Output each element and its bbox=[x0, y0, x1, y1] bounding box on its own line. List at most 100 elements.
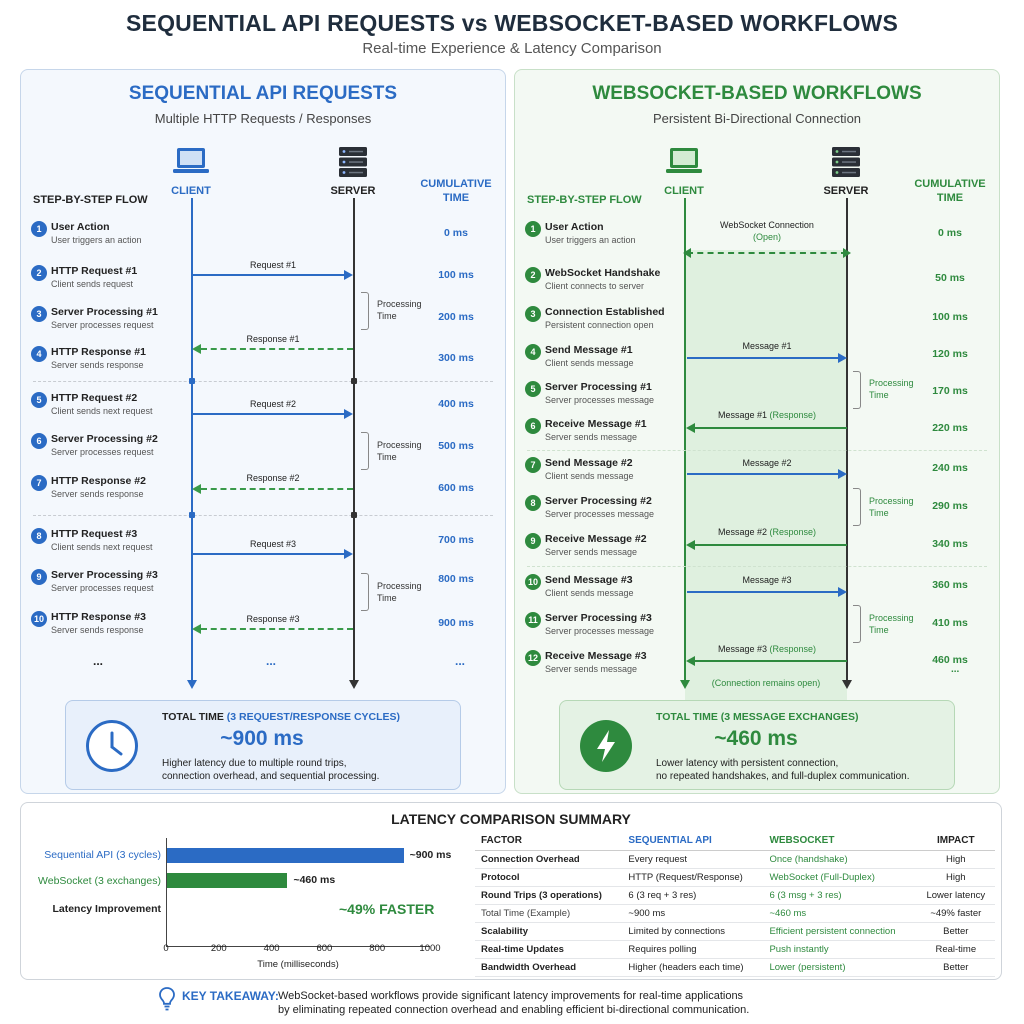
processing-bracket bbox=[853, 371, 861, 409]
cycle-divider bbox=[527, 450, 987, 451]
websocket-cell: 6 (3 msg + 3 res) bbox=[763, 886, 917, 905]
factor-cell: Scalability bbox=[475, 922, 623, 941]
step-title: WebSocket Handshake bbox=[545, 267, 661, 279]
cumulative-time: 170 ms bbox=[932, 385, 968, 397]
cumulative-header-line: TIME bbox=[442, 192, 470, 204]
response-tag: (Response) bbox=[769, 527, 817, 537]
cumulative-time: 100 ms bbox=[932, 311, 968, 323]
step-number: 3 bbox=[525, 306, 541, 322]
cumulative-time: 460 ms bbox=[932, 654, 968, 666]
sequential-cell: Higher (headers each time) bbox=[622, 958, 764, 977]
takeaway-line: WebSocket-based workflows provide signif… bbox=[278, 990, 744, 1002]
bar-sequential bbox=[166, 848, 404, 863]
total-header-cycles: (3 REQUEST/RESPONSE CYCLES) bbox=[226, 711, 401, 723]
message-label: Message #3 (Response) bbox=[687, 644, 847, 654]
processing-text: Time bbox=[377, 311, 397, 321]
divider-marker bbox=[189, 378, 195, 384]
page-subtitle: Real-time Experience & Latency Compariso… bbox=[362, 40, 662, 57]
impact-cell: High bbox=[916, 868, 995, 887]
websocket-panel: WEBSOCKET-BASED WORKFLOWS Persistent Bi-… bbox=[514, 69, 1000, 794]
cumulative-time: 500 ms bbox=[438, 440, 474, 452]
step-title: User Action bbox=[51, 221, 110, 233]
cumulative-time: 340 ms bbox=[932, 538, 968, 550]
total-time-box: TOTAL TIME (3 MESSAGE EXCHANGES) ~460 ms… bbox=[559, 700, 955, 790]
client-lifeline bbox=[191, 198, 193, 686]
step-desc: Server sends response bbox=[51, 625, 144, 635]
sequential-subtitle: Multiple HTTP Requests / Responses bbox=[154, 111, 372, 126]
cumulative-time: 290 ms bbox=[932, 500, 968, 512]
laptop-icon bbox=[173, 148, 209, 173]
message-label: Response #1 bbox=[246, 334, 300, 344]
total-desc-line: connection overhead, and sequential proc… bbox=[162, 771, 380, 782]
step-number: 9 bbox=[31, 569, 47, 585]
step-desc: Client sends message bbox=[545, 588, 634, 598]
step-number: 8 bbox=[525, 495, 541, 511]
websocket-cell: Push instantly bbox=[763, 940, 917, 959]
processing-text: Processing bbox=[869, 613, 914, 623]
improvement-label: Latency Improvement bbox=[52, 903, 161, 915]
client-actor: CLIENT bbox=[644, 146, 724, 197]
websocket-cell: Once (handshake) bbox=[763, 850, 917, 869]
processing-text: Processing bbox=[869, 496, 914, 506]
impact-cell: Better bbox=[916, 958, 995, 977]
step-title: User Action bbox=[545, 221, 604, 233]
x-tick-label: 1000 bbox=[419, 943, 441, 954]
response-arrow bbox=[686, 423, 847, 433]
step-title: HTTP Response #2 bbox=[51, 475, 146, 487]
request-arrow bbox=[193, 549, 353, 559]
bar-label: WebSocket (3 exchanges) bbox=[38, 875, 161, 887]
ellipsis: ... bbox=[951, 664, 960, 675]
response-arrow bbox=[686, 656, 847, 666]
step-desc: Server sends response bbox=[51, 360, 144, 370]
step-number: 8 bbox=[31, 528, 47, 544]
ws-conn-state: (Open) bbox=[752, 232, 781, 242]
message-label: Message #1 bbox=[742, 341, 792, 351]
processing-text: Processing bbox=[377, 299, 422, 309]
response-arrow bbox=[192, 344, 353, 354]
sequential-cell: Limited by connections bbox=[622, 922, 764, 941]
cycle-divider bbox=[33, 381, 493, 382]
x-axis bbox=[166, 946, 430, 947]
step-title: Send Message #2 bbox=[545, 457, 633, 469]
step-desc: Client sends request bbox=[51, 279, 134, 289]
y-axis bbox=[166, 838, 167, 946]
ellipsis: ... bbox=[455, 654, 466, 668]
step-title: Server Processing #2 bbox=[545, 495, 652, 507]
factor-cell: Total Time (Example) bbox=[475, 904, 623, 923]
takeaway-line: by eliminating repeated connection overh… bbox=[278, 1004, 750, 1016]
bar-value-label: ~900 ms bbox=[409, 849, 452, 861]
cumulative-time: 220 ms bbox=[932, 422, 968, 434]
total-time-box: TOTAL TIME (3 REQUEST/RESPONSE CYCLES) ~… bbox=[65, 700, 461, 790]
request-arrow bbox=[193, 270, 353, 280]
cumulative-header-line: CUMULATIVE bbox=[420, 178, 492, 190]
server-label: SERVER bbox=[330, 185, 376, 197]
x-tick-label: 600 bbox=[316, 943, 333, 954]
step-desc: Server processes request bbox=[51, 583, 154, 593]
step-number: 5 bbox=[525, 381, 541, 397]
message-label: Response #2 bbox=[246, 473, 300, 483]
x-axis-label: Time (milliseconds) bbox=[257, 959, 339, 970]
response-arrow bbox=[192, 484, 353, 494]
cycle-divider bbox=[33, 515, 493, 516]
client-label: CLIENT bbox=[664, 185, 704, 197]
step-number: 4 bbox=[525, 344, 541, 360]
processing-text: Time bbox=[377, 593, 397, 603]
request-arrow bbox=[687, 587, 847, 597]
step-desc: Server processes message bbox=[545, 395, 655, 405]
processing-text: Time bbox=[869, 508, 889, 518]
step-title: Receive Message #1 bbox=[545, 418, 647, 430]
cumulative-time: 700 ms bbox=[438, 534, 474, 546]
step-title: Server Processing #1 bbox=[51, 306, 158, 318]
step-number: 10 bbox=[525, 574, 541, 590]
improvement-value: ~49% FASTER bbox=[339, 901, 435, 917]
cumulative-time: 100 ms bbox=[438, 269, 474, 281]
message-label: Message #2 bbox=[742, 458, 792, 468]
processing-bracket bbox=[361, 573, 369, 611]
server-lifeline bbox=[353, 198, 355, 686]
x-tick-label: 200 bbox=[210, 943, 227, 954]
step-number: 1 bbox=[525, 221, 541, 237]
request-arrow bbox=[193, 409, 353, 419]
impact-cell: High bbox=[916, 850, 995, 869]
